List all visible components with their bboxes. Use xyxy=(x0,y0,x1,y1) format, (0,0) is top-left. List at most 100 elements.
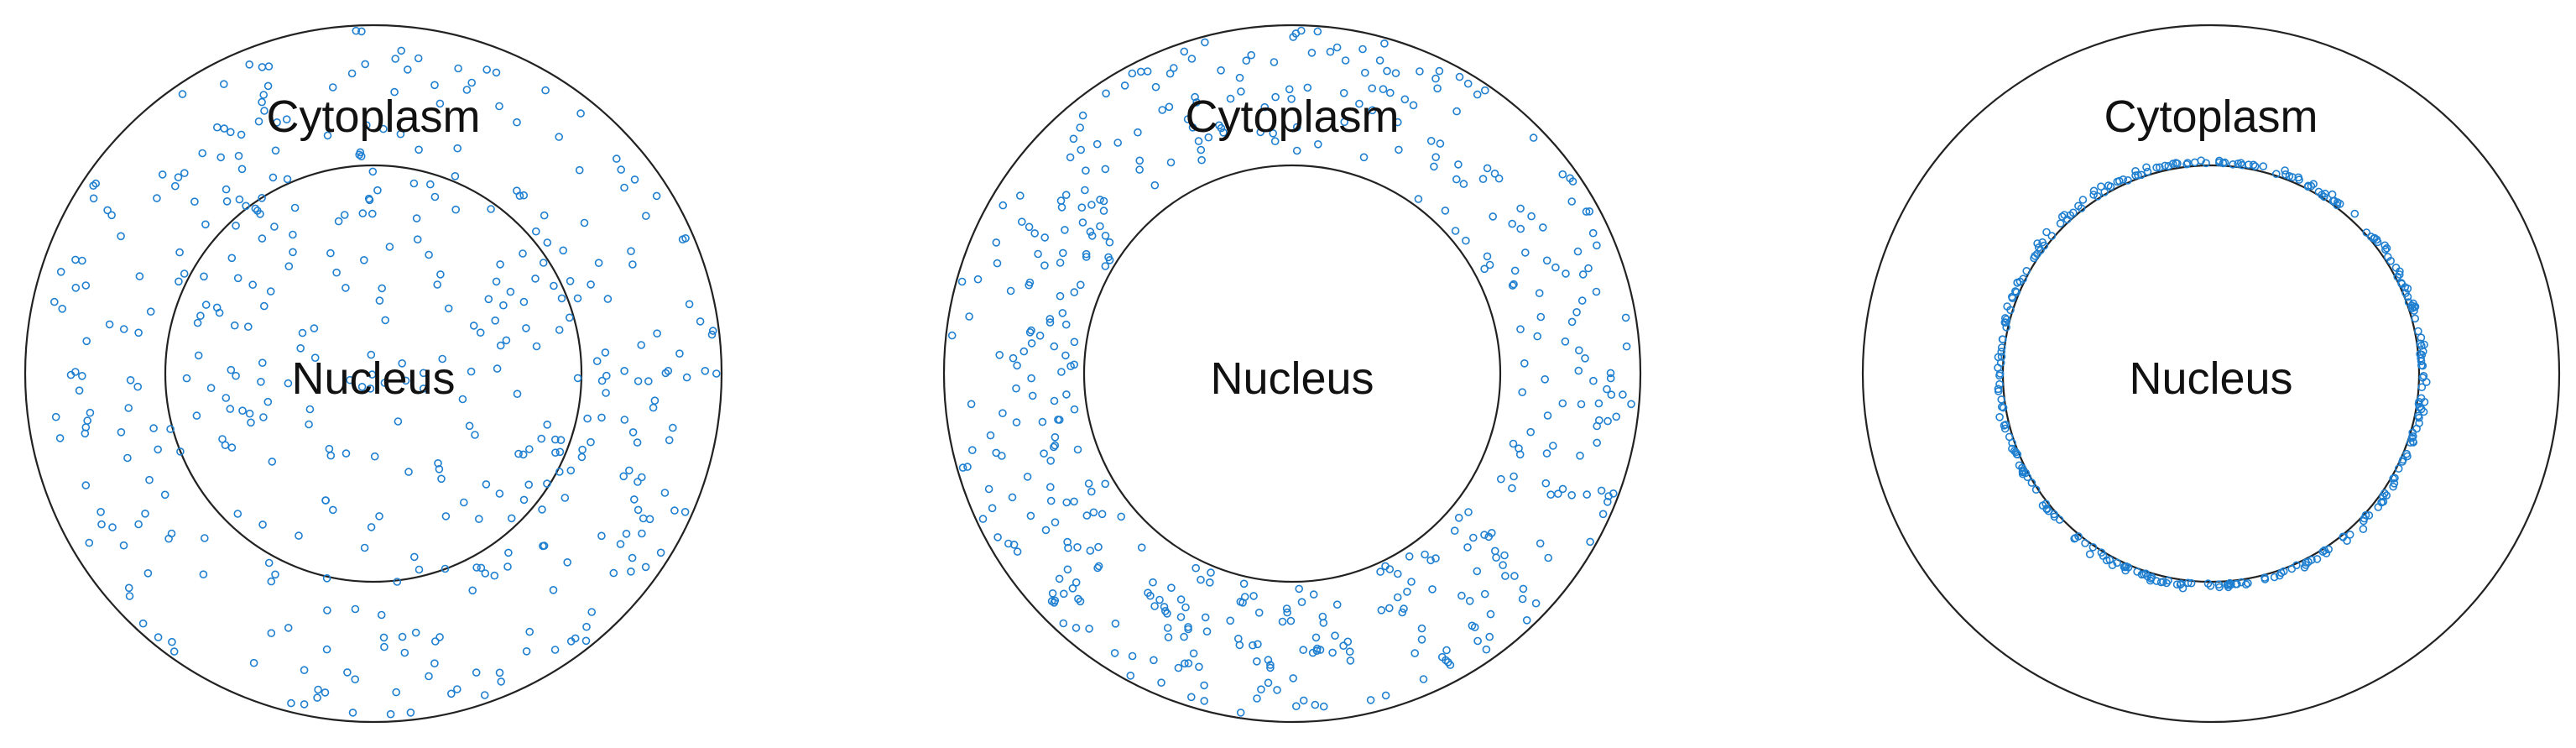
molecule-point xyxy=(2231,579,2240,588)
molecule-point xyxy=(1217,123,1226,133)
molecule-point xyxy=(541,86,550,95)
molecule-point xyxy=(1521,248,1530,257)
molecule-point xyxy=(2401,283,2410,291)
molecule-point xyxy=(481,569,490,578)
molecule-point xyxy=(2226,581,2234,589)
molecule-point xyxy=(555,133,564,141)
molecule-point xyxy=(2407,433,2417,442)
molecule-point xyxy=(1515,450,1525,459)
molecule-point xyxy=(71,283,81,292)
molecule-point xyxy=(1046,496,1056,505)
molecule-point xyxy=(1064,543,1072,552)
molecule-point xyxy=(1577,296,1587,305)
molecule-point xyxy=(1046,456,1055,465)
molecule-point xyxy=(251,204,260,213)
molecule-point xyxy=(583,414,592,423)
molecule-point xyxy=(973,275,983,284)
molecule-point xyxy=(678,235,687,244)
molecule-point xyxy=(135,272,144,280)
molecule-point xyxy=(1101,231,1110,240)
molecule-point xyxy=(347,69,357,78)
molecule-point xyxy=(404,468,413,476)
molecule-point xyxy=(1426,556,1435,565)
molecule-point xyxy=(378,284,387,293)
molecule-point xyxy=(502,336,511,345)
molecule-point xyxy=(2377,498,2386,507)
molecule-point xyxy=(1009,540,1019,549)
molecule-point xyxy=(321,496,330,505)
molecule-point xyxy=(380,379,389,387)
molecule-point xyxy=(1074,594,1082,604)
molecule-point xyxy=(1040,449,1048,458)
molecule-point xyxy=(2259,162,2268,170)
molecule-point xyxy=(993,259,1002,268)
molecule-point xyxy=(566,276,575,285)
molecule-point xyxy=(1297,598,1306,607)
molecule-point xyxy=(390,87,399,97)
molecule-point xyxy=(1068,583,1077,593)
molecule-point xyxy=(1270,58,1279,66)
molecule-point xyxy=(1226,616,1234,625)
molecule-point xyxy=(619,472,628,481)
molecule-point xyxy=(437,474,446,484)
molecule-point xyxy=(543,238,552,247)
molecule-point xyxy=(2411,314,2419,323)
molecule-point xyxy=(1078,111,1087,120)
molecule-point xyxy=(379,124,388,133)
molecule-point xyxy=(513,390,522,399)
molecule-point xyxy=(2411,302,2420,311)
molecule-point xyxy=(992,238,1001,247)
molecule-point xyxy=(993,533,1002,541)
molecule-point xyxy=(2001,421,2010,429)
molecule-point xyxy=(1536,312,1546,322)
molecule-point xyxy=(368,209,377,218)
molecule-point xyxy=(1508,484,1516,493)
molecule-point xyxy=(50,297,59,306)
molecule-point xyxy=(2244,578,2252,588)
molecule-point xyxy=(201,220,210,229)
molecule-point xyxy=(97,520,106,529)
molecule-point xyxy=(1561,337,1570,346)
molecule-point xyxy=(1291,29,1301,38)
molecule-point xyxy=(436,270,445,279)
nucleus-label: Nucleus xyxy=(1210,353,1374,404)
molecule-point xyxy=(1510,472,1518,481)
molecule-point xyxy=(310,324,319,332)
molecule-point xyxy=(1341,56,1350,65)
panel-whole-cell: Cytoplasm Nucleus xyxy=(23,24,723,724)
molecule-point xyxy=(1508,219,1516,228)
molecule-point xyxy=(1442,646,1451,655)
molecule-point xyxy=(1585,207,1593,216)
molecule-point xyxy=(2420,340,2428,349)
molecule-point xyxy=(1436,139,1445,148)
molecule-point xyxy=(411,628,420,637)
molecule-point xyxy=(1056,291,1065,301)
molecule-point xyxy=(326,248,335,258)
molecule-point xyxy=(1518,388,1526,397)
molecule-point xyxy=(1430,162,1438,171)
molecule-point xyxy=(1087,487,1096,496)
molecule-point xyxy=(1136,67,1145,76)
molecule-point xyxy=(1137,543,1146,552)
molecule-point xyxy=(2238,160,2246,170)
molecule-point xyxy=(538,505,546,514)
molecule-point xyxy=(1482,645,1491,654)
molecule-point xyxy=(1339,641,1348,651)
molecule-point xyxy=(196,311,205,321)
cell-membrane-outline xyxy=(1861,24,2561,724)
molecule-point xyxy=(1400,604,1408,613)
molecule-point xyxy=(1273,686,1281,694)
molecule-point xyxy=(2215,583,2224,592)
molecule-point xyxy=(2088,542,2098,552)
molecule-point xyxy=(1558,484,1567,494)
molecule-point xyxy=(334,217,343,226)
molecule-point xyxy=(1155,595,1164,604)
molecule-point xyxy=(559,246,568,255)
molecule-point xyxy=(305,405,315,414)
molecule-point xyxy=(89,194,98,203)
molecule-point xyxy=(1051,432,1060,442)
molecule-point xyxy=(587,608,597,616)
molecule-point xyxy=(551,448,560,458)
molecule-point xyxy=(1488,528,1496,537)
molecule-point xyxy=(1197,575,1205,584)
